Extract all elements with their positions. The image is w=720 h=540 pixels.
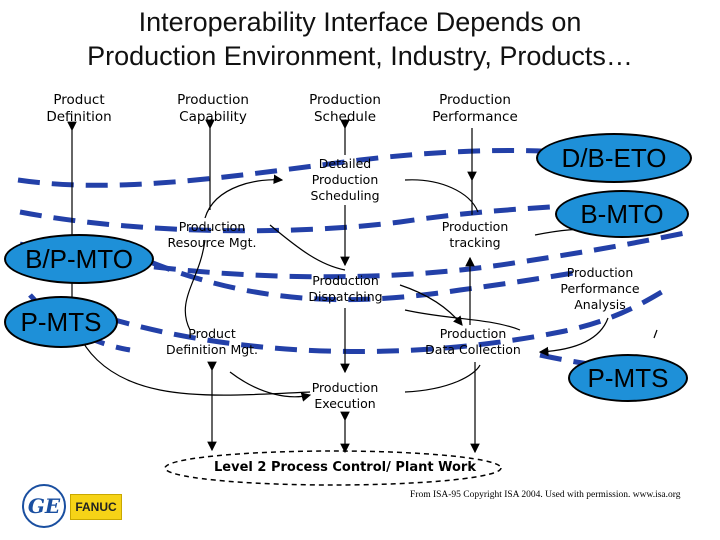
flow-lines — [67, 119, 658, 454]
label-d-b-eto: D/B-ETO — [536, 133, 692, 183]
header-production-performance: Production Performance — [432, 92, 518, 125]
label-p-mts-right: P-MTS — [568, 354, 688, 402]
fanuc-logo: FANUC — [70, 494, 122, 520]
curve-d-b-eto — [17, 147, 561, 188]
label-b-mto: B-MTO — [555, 190, 689, 238]
node-execution: Production Execution — [311, 380, 379, 411]
level2-ellipse — [164, 450, 502, 486]
node-tracking: Production tracking — [441, 219, 509, 250]
header-product-definition: Product Definition — [46, 92, 112, 125]
label-p-mts-left: P-MTS — [4, 296, 118, 348]
title-line-2: Production Environment, Industry, Produc… — [87, 41, 633, 71]
ge-logo: GE — [22, 484, 66, 528]
node-definition-mgt: Product Definition Mgt. — [165, 326, 259, 357]
node-detailed-scheduling: Detailed Production Scheduling — [310, 156, 380, 203]
source-note: From ISA-95 Copyright ISA 2004. Used wit… — [410, 490, 681, 500]
header-production-schedule: Production Schedule — [309, 92, 381, 125]
curve-p-mts-left — [107, 287, 667, 355]
label-b-p-mto: B/P-MTO — [4, 234, 154, 284]
node-resource-mgt: Production Resource Mgt. — [167, 219, 257, 250]
node-level2: Level 2 Process Control/ Plant Work — [214, 460, 476, 475]
node-data-collection: Production Data Collection — [425, 326, 521, 357]
header-production-capability: Production Capability — [177, 92, 249, 125]
title-line-1: Interoperability Interface Depends on — [138, 7, 582, 37]
node-dispatching: Production Dispatching — [308, 273, 383, 304]
curve-b-mto — [19, 202, 581, 234]
node-performance-analysis: Production Performance Analysis — [560, 265, 640, 312]
curve-b-p-mto-inner — [116, 245, 581, 303]
